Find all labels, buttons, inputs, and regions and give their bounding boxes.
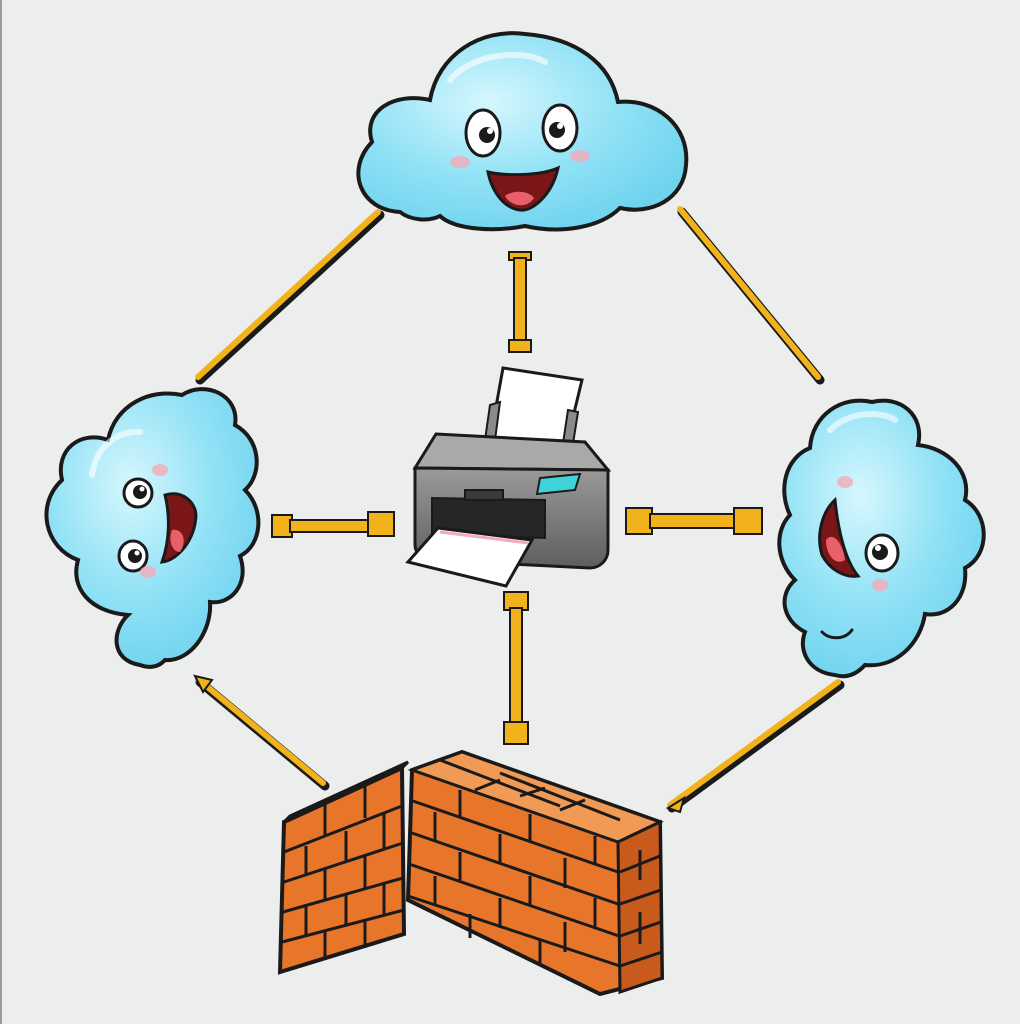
smiling-cloud-icon	[777, 398, 986, 679]
printer-icon	[405, 366, 612, 588]
brick-wall-right-block	[405, 749, 665, 997]
connector-top-right	[677, 206, 825, 385]
brick-wall-icon	[277, 749, 665, 997]
connector-right-printer	[625, 507, 763, 535]
connector-printer-firewall	[503, 591, 529, 745]
cloud-right-node[interactable]	[777, 398, 986, 679]
connector-left-printer	[271, 511, 395, 538]
frame-edge	[0, 0, 2, 1024]
cloud-top-node[interactable]	[356, 31, 689, 232]
brick-wall-left-panel	[277, 760, 410, 975]
connector-top-printer	[508, 251, 532, 353]
smiling-cloud-icon	[44, 387, 261, 669]
firewall-node[interactable]	[277, 749, 665, 997]
connector-right-firewall	[665, 679, 845, 814]
cloud-left-node[interactable]	[44, 387, 261, 669]
connector-left-firewall	[193, 674, 330, 791]
connectors	[193, 206, 845, 814]
smiling-cloud-icon	[356, 31, 689, 232]
printer-node[interactable]	[405, 366, 612, 588]
connector-top-left	[195, 209, 385, 385]
